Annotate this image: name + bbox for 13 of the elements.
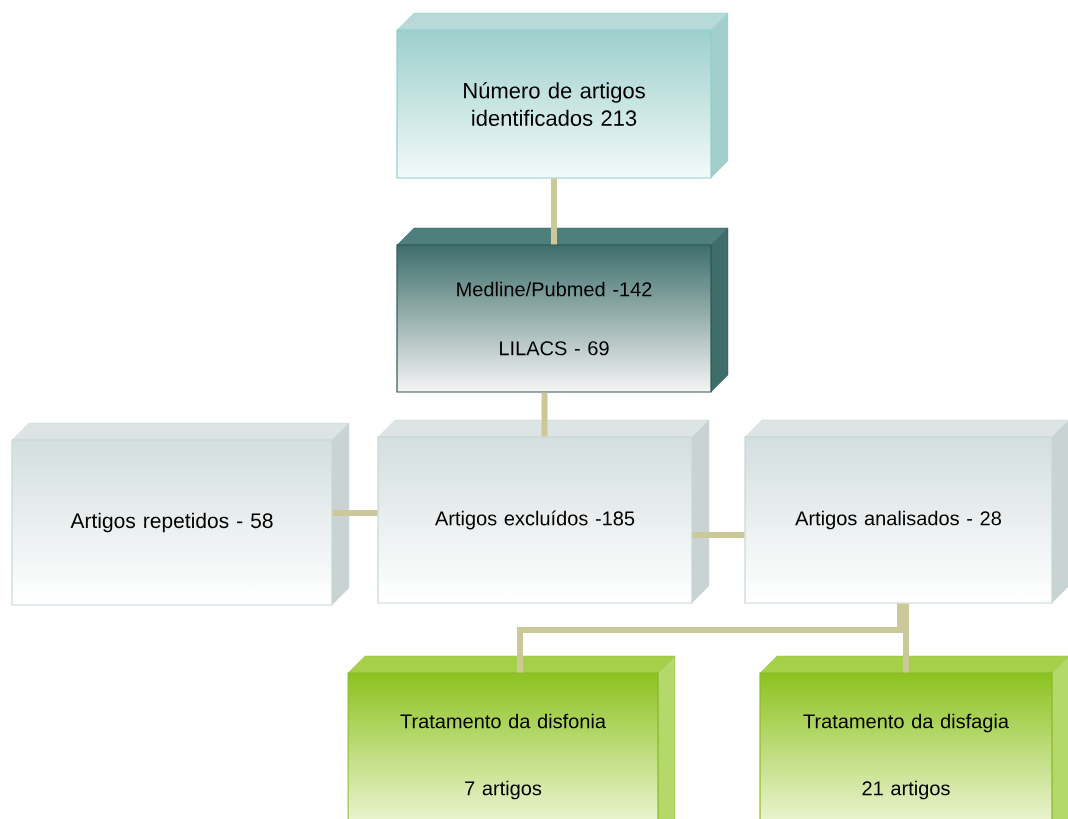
process-box: Artigos analisados - 28 <box>744 419 1068 604</box>
process-box: Número de artigos identificados 213 <box>396 12 729 179</box>
process-box: Tratamento da disfagia 21 artigos <box>759 655 1068 819</box>
connector-line <box>692 532 745 538</box>
connector-line <box>541 392 548 437</box>
connector-line <box>551 178 557 245</box>
process-box: Artigos repetidos - 58 <box>11 422 350 606</box>
connector-line <box>517 603 903 673</box>
process-box: Tratamento da disfonia 7 artigos <box>347 655 676 819</box>
process-box: Medline/Pubmed -142 LILACS - 69 <box>396 227 729 393</box>
connector-line <box>332 510 378 516</box>
connector-line <box>903 603 909 673</box>
process-box: Artigos excluídos -185 <box>377 419 710 604</box>
